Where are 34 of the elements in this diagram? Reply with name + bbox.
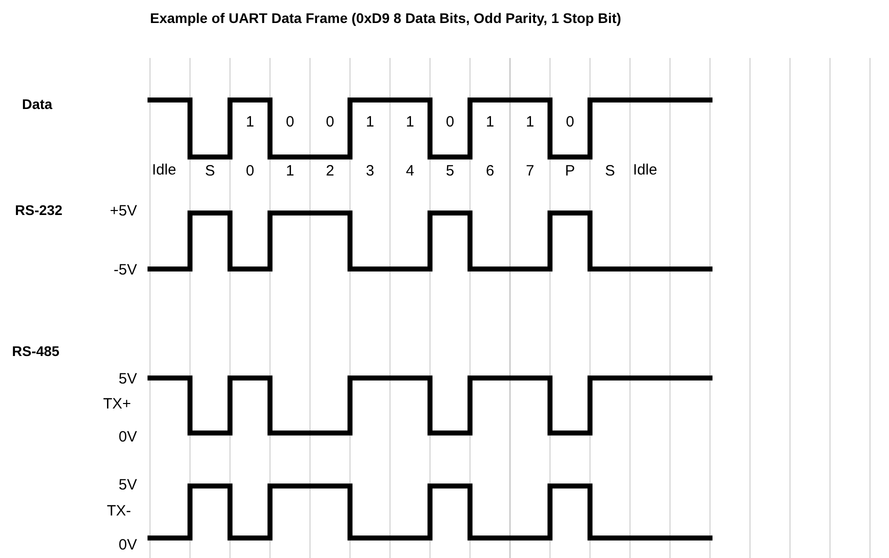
bit-label: S bbox=[605, 164, 615, 178]
bit-value: 1 bbox=[486, 114, 494, 130]
bit-value: 1 bbox=[526, 114, 534, 130]
bit-label: 2 bbox=[326, 164, 334, 178]
chart-title: Example of UART Data Frame (0xD9 8 Data Bits, Odd Parity, 1 Stop Bit) bbox=[150, 11, 622, 25]
signal-name: TX- bbox=[106, 504, 131, 518]
voltage-label: 5V bbox=[118, 372, 137, 386]
signal-name: RS-232 bbox=[15, 203, 62, 217]
bit-label: 0 bbox=[246, 164, 254, 178]
bit-label: 6 bbox=[486, 164, 494, 178]
bit-label: Idle bbox=[633, 162, 658, 178]
bit-label: 3 bbox=[366, 164, 374, 178]
bit-value: 0 bbox=[326, 114, 334, 130]
voltage-label: 0V bbox=[118, 538, 137, 552]
bit-value: 1 bbox=[406, 114, 414, 130]
bit-label: S bbox=[205, 164, 215, 178]
bit-value: 1 bbox=[366, 114, 374, 130]
bit-value: 0 bbox=[446, 114, 454, 130]
bit-label: P bbox=[565, 164, 575, 178]
signal-name: Data bbox=[22, 97, 52, 111]
bit-label: 5 bbox=[446, 164, 454, 178]
bit-value: 0 bbox=[286, 114, 294, 130]
bit-label: 7 bbox=[526, 164, 534, 178]
voltage-label: 0V bbox=[118, 430, 137, 444]
bit-label: 4 bbox=[406, 164, 414, 178]
signal-name: TX+ bbox=[103, 396, 131, 412]
bit-value: 0 bbox=[566, 114, 574, 130]
bit-value: 1 bbox=[246, 114, 254, 130]
voltage-label: 5V bbox=[118, 478, 137, 492]
bit-label: Idle bbox=[152, 162, 176, 178]
voltage-label: -5V bbox=[114, 262, 137, 278]
bit-label: 1 bbox=[286, 164, 294, 178]
signal-name: RS-485 bbox=[12, 344, 60, 358]
voltage-label: +5V bbox=[110, 204, 137, 218]
